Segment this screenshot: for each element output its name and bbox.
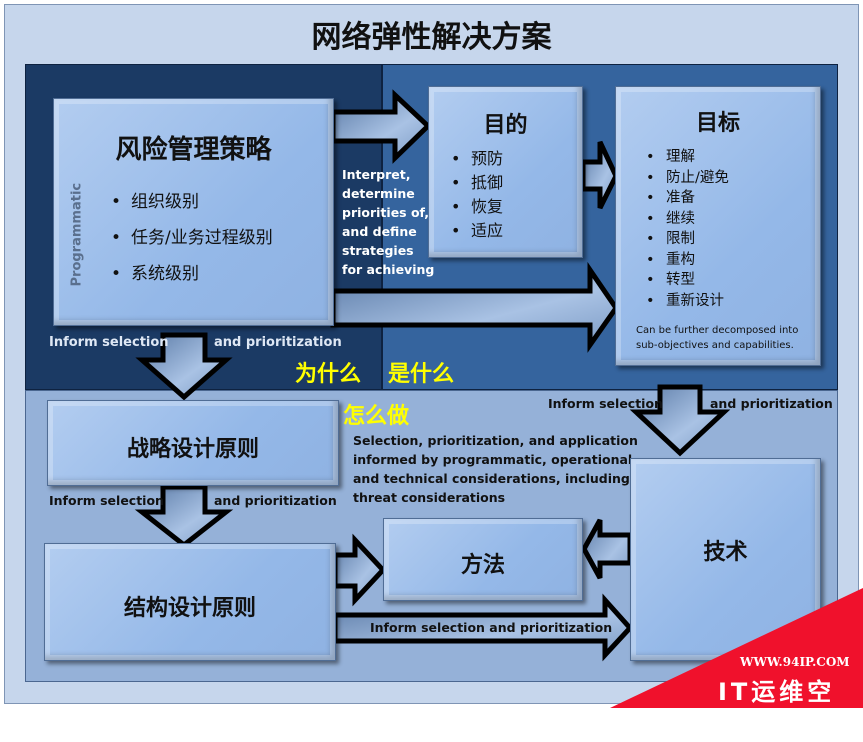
arrow-down-icon xyxy=(134,484,234,549)
inform-label-left: Inform selection xyxy=(49,493,164,508)
inform-label-right: and prioritization xyxy=(710,396,833,411)
list-item: 组织级别 xyxy=(111,184,273,220)
text-line: informed by programmatic, operational, xyxy=(353,452,637,467)
list-item: 继续 xyxy=(646,209,729,230)
strategic-principles-title: 战略设计原则 xyxy=(126,437,259,462)
watermark-url: WWW.94IP.COM xyxy=(740,655,850,669)
list-item: 恢复 xyxy=(451,195,503,219)
list-item: 理解 xyxy=(646,147,729,168)
text-line: Selection, prioritization, and applicati… xyxy=(353,433,638,448)
inform-label-right: and prioritization xyxy=(214,493,337,508)
text-line: priorities of, xyxy=(342,205,430,220)
text-line: and technical considerations, including xyxy=(353,471,630,486)
technology-box: 技术 xyxy=(630,458,821,661)
list-item: 适应 xyxy=(451,219,503,243)
list-item: 任务/业务过程级别 xyxy=(111,220,273,256)
purpose-list: 预防 抵御 恢复 适应 xyxy=(451,147,503,243)
arrow-right-icon xyxy=(330,261,620,353)
list-item: 防止/避免 xyxy=(646,168,729,189)
goal-box: 目标 理解 防止/避免 准备 继续 限制 重构 转型 重新设计 Can be f… xyxy=(615,86,821,366)
how-label: 怎么做 xyxy=(343,404,410,429)
what-label: 是什么 xyxy=(388,362,455,387)
inform-label: Inform selection and prioritization xyxy=(370,620,613,635)
text-line: for achieving xyxy=(342,262,435,277)
list-item: 系统级别 xyxy=(111,256,273,292)
why-label: 为什么 xyxy=(295,362,362,387)
watermark-name: IT运维空间 xyxy=(718,678,836,741)
inform-label-right: and prioritization xyxy=(214,335,342,350)
text-line: threat considerations xyxy=(353,490,506,505)
arrow-right-icon xyxy=(330,89,432,164)
arrow-down-icon xyxy=(629,384,731,457)
list-item: 限制 xyxy=(646,229,729,250)
watermark-banner xyxy=(610,588,863,708)
interpret-text: Interpret, determine priorities of, and … xyxy=(342,165,434,279)
list-item: 转型 xyxy=(646,270,729,291)
method-title: 方法 xyxy=(460,553,505,578)
inform-label-left: Inform selection xyxy=(49,335,169,350)
goal-note: Can be further decomposed into sub-objec… xyxy=(636,325,799,351)
list-item: 预防 xyxy=(451,147,503,171)
purpose-title: 目的 xyxy=(483,113,528,138)
list-item: 抵御 xyxy=(451,171,503,195)
risk-levels-list: 组织级别 任务/业务过程级别 系统级别 xyxy=(111,184,273,292)
technology-title: 技术 xyxy=(703,540,748,565)
goal-list: 理解 防止/避免 准备 继续 限制 重构 转型 重新设计 xyxy=(646,147,729,311)
list-item: 准备 xyxy=(646,188,729,209)
text-line: Interpret, xyxy=(342,167,411,182)
list-item: 重新设计 xyxy=(646,291,729,312)
arrow-left-icon xyxy=(581,518,633,580)
selection-text: Selection, prioritization, and applicati… xyxy=(353,431,638,507)
text-line: and define xyxy=(342,224,417,239)
risk-strategy-title: 风险管理策略 xyxy=(115,135,272,165)
text-line: strategies xyxy=(342,243,414,258)
text-line: determine xyxy=(342,186,415,201)
method-box: 方法 xyxy=(383,518,583,601)
diagram-title: 网络弹性解决方案 xyxy=(311,20,552,55)
list-item: 重构 xyxy=(646,250,729,271)
arrow-right-icon xyxy=(332,533,387,607)
strategic-principles-box: 战略设计原则 xyxy=(47,400,339,486)
arrows-layer xyxy=(134,89,731,662)
arrow-down-icon xyxy=(135,332,233,401)
arrow-right-icon xyxy=(580,140,619,210)
purpose-box: 目的 预防 抵御 恢复 适应 xyxy=(428,86,583,258)
arrow-right-icon xyxy=(332,593,634,662)
structural-principles-title: 结构设计原则 xyxy=(123,596,256,621)
risk-strategy-box: 风险管理策略 Programmatic 组织级别 任务/业务过程级别 系统级别 xyxy=(53,98,334,326)
inform-label-left: Inform selection xyxy=(548,396,663,411)
goal-title: 目标 xyxy=(695,111,740,136)
structural-principles-box: 结构设计原则 xyxy=(44,543,336,661)
